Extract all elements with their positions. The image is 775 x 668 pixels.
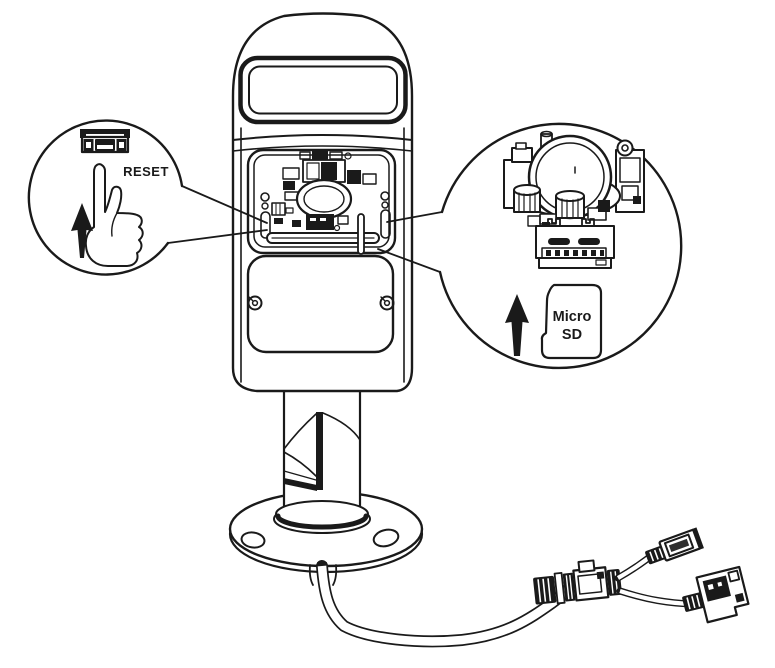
main-cable bbox=[308, 560, 578, 648]
left-callout: RESET bbox=[27, 119, 268, 276]
leader-line-reset-top bbox=[181, 185, 268, 224]
mount-hole-right bbox=[372, 528, 400, 548]
leader-line-module-bottom bbox=[377, 248, 441, 273]
leader-line-module-top bbox=[386, 211, 443, 223]
cover-screw-right bbox=[379, 295, 395, 311]
lens-barrel bbox=[282, 151, 377, 230]
reset-switch bbox=[271, 202, 286, 216]
cover-screw-left bbox=[247, 295, 263, 311]
mount-hole-left bbox=[240, 531, 266, 549]
micro-sd-label-line1: Micro bbox=[553, 309, 592, 325]
up-arrow-icon-left bbox=[71, 203, 93, 258]
cover-plate bbox=[246, 254, 395, 354]
sd-slot-detail bbox=[535, 218, 615, 269]
camera-compartment bbox=[246, 148, 397, 255]
cable-slot bbox=[283, 412, 361, 491]
stem-collar bbox=[273, 500, 371, 534]
up-arrow-icon-right bbox=[505, 294, 529, 356]
camera-front-window bbox=[238, 55, 408, 125]
camera-body bbox=[231, 12, 414, 393]
micro-sd-label-line2: SD bbox=[562, 327, 582, 343]
lens-module-detail bbox=[503, 130, 645, 228]
reset-label: RESET bbox=[123, 164, 169, 179]
ethernet-connector bbox=[682, 565, 750, 624]
pin-standoff bbox=[357, 213, 365, 255]
power-connector bbox=[645, 527, 704, 565]
reset-button-icon bbox=[80, 129, 130, 154]
cable-junction bbox=[533, 559, 622, 605]
pointing-hand-icon bbox=[84, 163, 144, 267]
right-callout: Micro SD bbox=[377, 122, 683, 370]
leader-line-reset-bottom bbox=[167, 229, 268, 244]
mount-stem bbox=[282, 389, 362, 518]
micro-sd-card: Micro SD bbox=[540, 283, 603, 360]
